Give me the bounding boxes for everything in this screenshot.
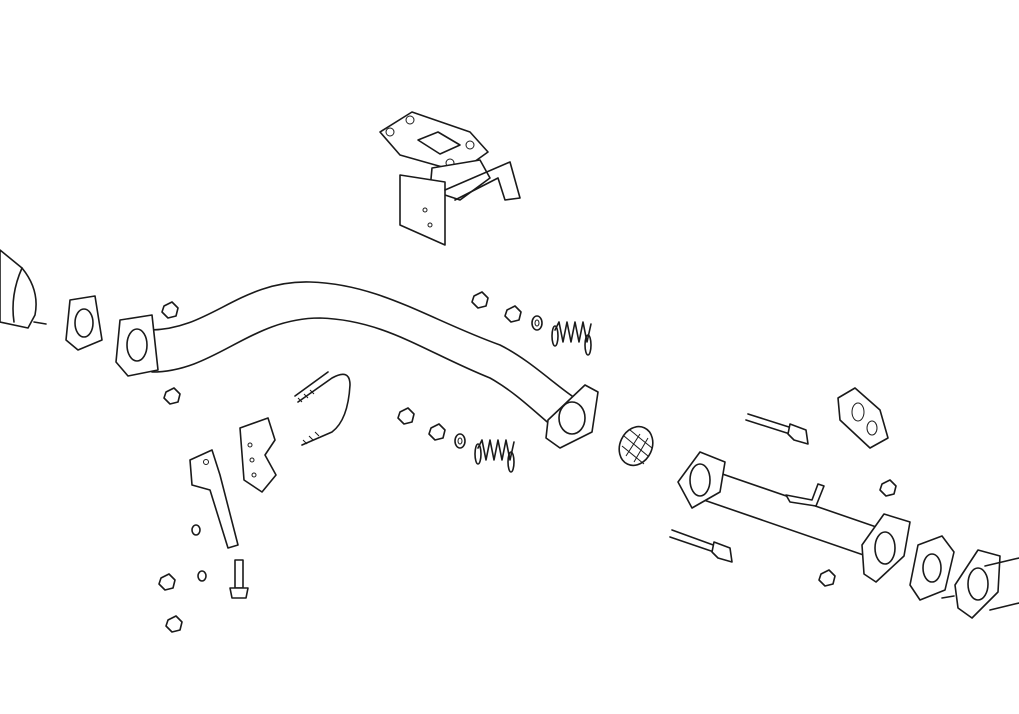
washer	[454, 433, 466, 449]
nut	[163, 387, 181, 405]
front-pipe	[115, 281, 599, 449]
washer	[197, 570, 207, 582]
hanger-bracket	[189, 449, 239, 549]
spring	[474, 439, 515, 473]
nut	[818, 569, 836, 587]
pipe-outlet-flange	[545, 384, 599, 449]
nut	[161, 301, 179, 319]
nut	[428, 423, 446, 441]
nut	[879, 479, 897, 497]
rubber-hanger	[837, 387, 889, 449]
mount-bracket	[379, 111, 521, 246]
washer	[191, 524, 201, 536]
catalytic-converter	[0, 249, 47, 329]
nut	[158, 573, 176, 591]
nut	[397, 407, 415, 425]
washer	[531, 315, 543, 331]
clamp-bracket	[239, 417, 277, 493]
flange-gasket-right	[909, 535, 955, 601]
bolt-long	[669, 529, 733, 563]
pipe-inlet-flange	[115, 314, 159, 377]
donut-gasket	[618, 425, 654, 467]
flange-gasket-left	[65, 295, 103, 351]
spring	[551, 321, 592, 356]
nut	[471, 291, 489, 309]
nut	[165, 615, 183, 633]
nut	[504, 305, 522, 323]
intermediate-pipe	[677, 451, 911, 583]
bolt-long	[745, 413, 809, 445]
u-bolt	[294, 371, 351, 446]
pipe-hanger-tab	[785, 483, 825, 507]
flange-bolt-small	[229, 559, 249, 599]
rear-pipe	[941, 549, 1019, 619]
